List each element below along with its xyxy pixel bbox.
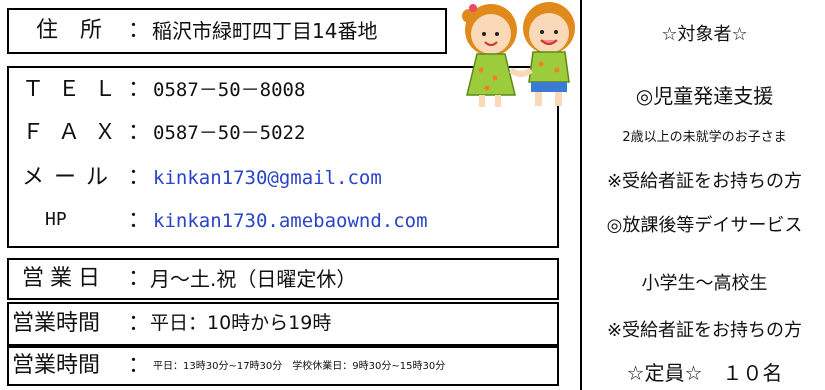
right-column-divider (580, 0, 582, 390)
tel-colon: ： (128, 77, 151, 102)
hours-colon-2: ： (128, 353, 151, 378)
business-days-colon: ： (128, 266, 151, 291)
service-child-development: ◎児童発達支援 (635, 84, 774, 108)
hp-colon: ： (128, 208, 151, 233)
fax-label: ＦＡＸ (22, 120, 131, 145)
hp-label: HP (45, 209, 67, 230)
hours-box-2 (7, 346, 559, 386)
address-colon: ： (128, 18, 151, 43)
business-days-value: 月～土.祝（日曜定休） (150, 267, 357, 291)
hours-box-1 (7, 302, 559, 346)
mail-label: メール (22, 165, 119, 190)
address-label: 住 所 (36, 18, 103, 43)
hours-value-2: 平日：13時30分~17時30分 学校休業日：9時30分~15時30分 (153, 361, 446, 372)
hours-value-1: 平日：10時から19時 (150, 312, 332, 334)
service-after-school-detail: 小学生～高校生 (641, 273, 768, 294)
fax-value: 0587－50－5022 (153, 122, 306, 144)
hp-link[interactable]: kinkan1730.amebaownd.com (153, 210, 428, 232)
tel-value: 0587－50－8008 (153, 79, 306, 101)
business-days-label: 営業日 (22, 266, 107, 291)
service-child-development-note: ※受給者証をお持ちの方 (606, 171, 803, 192)
mail-link[interactable]: kinkan1730@gmail.com (153, 167, 382, 189)
service-child-development-detail: 2歳以上の未就学のお子さま (622, 130, 787, 145)
hours-label-2: 営業時間 (12, 353, 101, 378)
service-after-school-note: ※受給者証をお持ちの方 (606, 320, 803, 341)
address-value: 稲沢市緑町四丁目14番地 (152, 19, 378, 43)
business-days-box (7, 258, 559, 300)
mail-colon: ： (128, 165, 151, 190)
children-illustration-icon (462, 2, 575, 107)
capacity: ☆定員☆ １０名 (626, 361, 783, 385)
hours-label-1: 営業時間 (12, 311, 101, 336)
tel-label: ＴＥＬ (22, 77, 131, 102)
address-box (7, 8, 447, 54)
contact-box (7, 66, 559, 248)
target-title: ☆対象者☆ (661, 24, 748, 45)
fax-colon: ： (128, 120, 151, 145)
service-after-school: ◎放課後等デイサービス (606, 215, 803, 236)
hours-colon-1: ： (128, 311, 151, 336)
